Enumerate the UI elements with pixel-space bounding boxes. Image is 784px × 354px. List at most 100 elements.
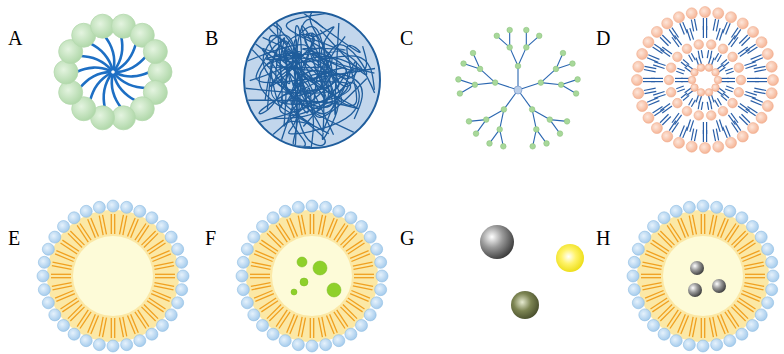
hydrophobic-tail (76, 68, 110, 72)
lipid-tail (681, 81, 689, 82)
lipid-head (648, 319, 660, 331)
lipid-head (682, 44, 692, 54)
terminal-group (461, 61, 467, 67)
lipid-tail (251, 266, 271, 270)
lipid-head (704, 116, 705, 117)
lipid-head (748, 26, 759, 37)
lipid-tail (55, 291, 73, 299)
lipid-head (320, 201, 332, 213)
lipid-head (364, 309, 376, 321)
lipid-tail (738, 47, 748, 54)
lipid-head (632, 243, 644, 255)
polymer-ball (238, 5, 380, 149)
lipid-tail (152, 254, 170, 262)
terminal-group (560, 50, 566, 56)
lipid-tail (88, 314, 96, 332)
lipid-head (248, 309, 260, 321)
terminal-group (477, 66, 483, 72)
lipid-tail (250, 274, 270, 275)
terminal-group (534, 127, 540, 133)
lipid-tail (290, 218, 298, 236)
lipid-head (706, 40, 716, 50)
lipid-tail (685, 88, 691, 93)
lipid-tail (651, 78, 663, 79)
lipid-tail (726, 23, 731, 34)
terminal-group (457, 91, 463, 97)
lipid-head (683, 339, 695, 351)
panel-letter: H (596, 227, 610, 250)
lipid-head (726, 12, 737, 23)
dendrimer-branch (541, 69, 556, 83)
terminal-group (524, 27, 530, 33)
lipid-tail (302, 215, 306, 235)
lipid-head (156, 319, 168, 331)
lipid-tail (319, 215, 323, 235)
lipid-tail (728, 35, 735, 45)
lipid-tail (644, 88, 656, 90)
lipid-tail (350, 294, 368, 302)
hydrophobic-tail (115, 36, 122, 70)
lipid-tail (298, 317, 302, 337)
lipid-tail (706, 26, 707, 38)
lipid-tail (99, 216, 103, 236)
grey-sphere (480, 225, 514, 259)
lipid-tail (252, 262, 272, 266)
lipid-tail (91, 315, 99, 333)
lipid-head (639, 309, 651, 321)
lipid-head (697, 340, 709, 352)
lipid-tail (740, 103, 750, 110)
lipid-tail (131, 314, 139, 332)
lipid-head (241, 297, 253, 309)
lipid-tail (662, 47, 672, 54)
lipid-tail (683, 59, 689, 64)
lipid-head (49, 309, 61, 321)
lipid-head (755, 309, 767, 321)
lipid-tail (704, 318, 705, 338)
lipid-tail (691, 129, 693, 141)
lipid-tail (131, 219, 139, 237)
lipid-head (766, 61, 777, 72)
lipid-head (736, 212, 748, 224)
terminal-group (564, 119, 570, 125)
lipid-tail (641, 274, 661, 275)
lipid-tail (696, 58, 698, 66)
lipid-tail (53, 286, 73, 290)
dendrimer (456, 27, 581, 149)
lipid-tail (715, 100, 719, 107)
lipid-tail (699, 96, 701, 104)
lipid-head (643, 112, 654, 123)
lipid-tail (351, 291, 369, 299)
hydrophobic-tail (112, 75, 121, 108)
lipid-head (746, 221, 758, 233)
lipid-head (134, 205, 146, 217)
lipid-tail (677, 68, 685, 71)
olive-sphere (511, 291, 539, 319)
lipid-head (651, 123, 662, 134)
lipid-nanoparticle (37, 200, 189, 352)
lipid-tail (721, 81, 729, 82)
lipid-tail (721, 219, 729, 237)
lipid-head (355, 319, 367, 331)
lipid-head (333, 335, 345, 347)
lipid-tail (151, 294, 169, 302)
lipid-tail (662, 106, 672, 113)
lipid-head (766, 88, 777, 99)
lipid-head (700, 7, 711, 18)
lipid-tail (704, 214, 705, 234)
lipid-tail (689, 55, 693, 62)
lipid-tail (322, 317, 326, 337)
lipid-head (768, 75, 779, 86)
lipid-head (639, 231, 651, 243)
lipid-tail (678, 314, 686, 332)
hydrophilic-head (54, 60, 78, 84)
lipid-head (737, 18, 748, 29)
lipid-tail (739, 116, 747, 124)
terminal-group (570, 61, 576, 67)
lipid-tail (645, 91, 657, 93)
lipid-head (670, 205, 682, 217)
lipid-tail (660, 114, 668, 122)
lipid-tail (353, 262, 373, 266)
lipid-tail (353, 286, 373, 290)
lipid-tail (691, 53, 695, 60)
